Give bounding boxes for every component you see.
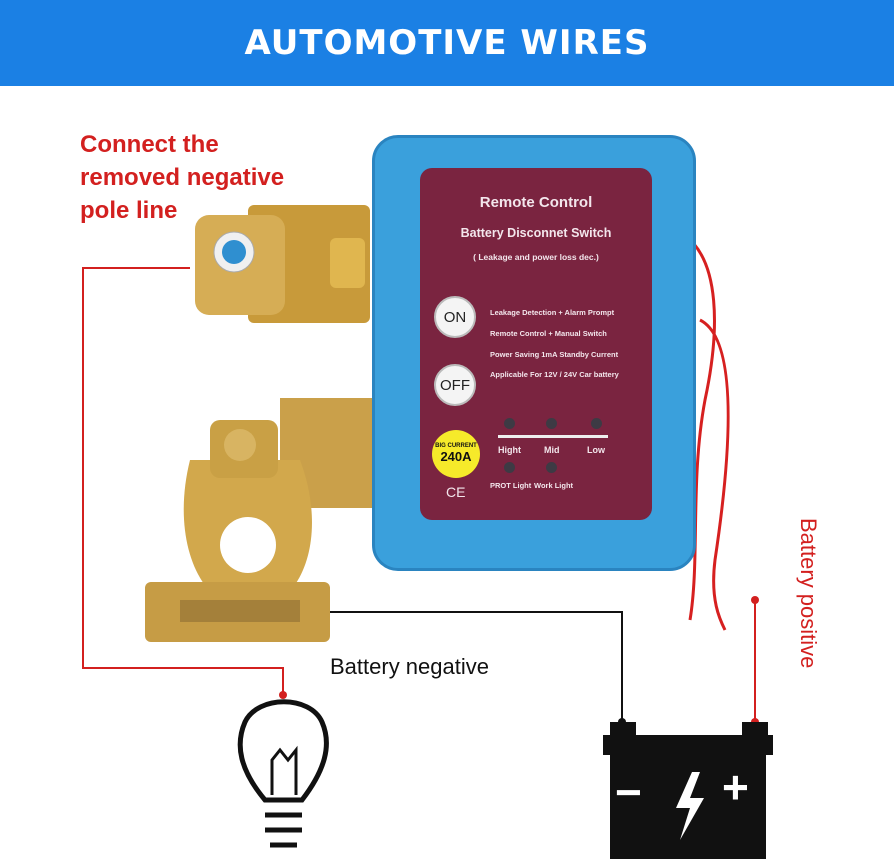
- feature-item: Power Saving 1mA Standby Current: [490, 350, 619, 359]
- device-red-wire: [683, 233, 730, 631]
- light-label: Work Light: [534, 481, 574, 490]
- led-high: [504, 418, 515, 429]
- led-prot: [504, 462, 515, 473]
- led-work: [546, 462, 557, 473]
- device-panel: Remote Control Battery Disconnet Switch …: [420, 168, 652, 520]
- badge-top: BIG CURRENT: [435, 443, 477, 449]
- connect-note: Connect the removed negative pole line: [80, 128, 284, 227]
- light-bulb-icon: [237, 699, 329, 848]
- note-line: pole line: [80, 197, 178, 224]
- current-badge: BIG CURRENT 240A: [432, 430, 480, 478]
- badge-value: 240A: [440, 449, 472, 464]
- feature-item: Applicable For 12V / 24V Car battery: [490, 370, 619, 379]
- red-wire-negative-pole: [82, 267, 284, 695]
- level-label: Mid: [544, 445, 560, 455]
- off-button[interactable]: OFF: [434, 364, 476, 406]
- feature-item: Leakage Detection + Alarm Prompt: [490, 308, 615, 317]
- black-wire-negative: [330, 611, 623, 722]
- battery-icon: [603, 722, 773, 859]
- note-line: Connect the: [80, 131, 219, 158]
- on-button[interactable]: ON: [434, 296, 476, 338]
- header-title: AUTOMOTIVE WIRES: [244, 23, 650, 63]
- level-label: Low: [587, 445, 605, 455]
- led-mid: [546, 418, 557, 429]
- top-terminal: [195, 205, 370, 323]
- led-low: [591, 418, 602, 429]
- level-bar: [498, 435, 608, 438]
- light-label: PROT Light: [490, 481, 532, 490]
- bulb-node: [279, 691, 287, 699]
- feature-item: Remote Control + Manual Switch: [490, 329, 607, 338]
- header-banner: AUTOMOTIVE WIRES: [0, 0, 894, 86]
- battery-negative-label: Battery negative: [330, 654, 489, 679]
- battery-plus-sign: +: [722, 761, 749, 813]
- battery-positive-label: Battery positive: [796, 518, 821, 669]
- panel-caption: ( Leakage and power loss dec.): [473, 252, 599, 262]
- panel-subtitle: Battery Disconnet Switch: [460, 226, 612, 240]
- level-label: Hight: [498, 445, 521, 455]
- panel-title: Remote Control: [479, 194, 593, 211]
- battery-minus-sign: −: [615, 766, 642, 818]
- bottom-clamp: [145, 398, 372, 642]
- note-line: removed negative: [80, 164, 285, 191]
- ce-mark: CE: [446, 484, 466, 500]
